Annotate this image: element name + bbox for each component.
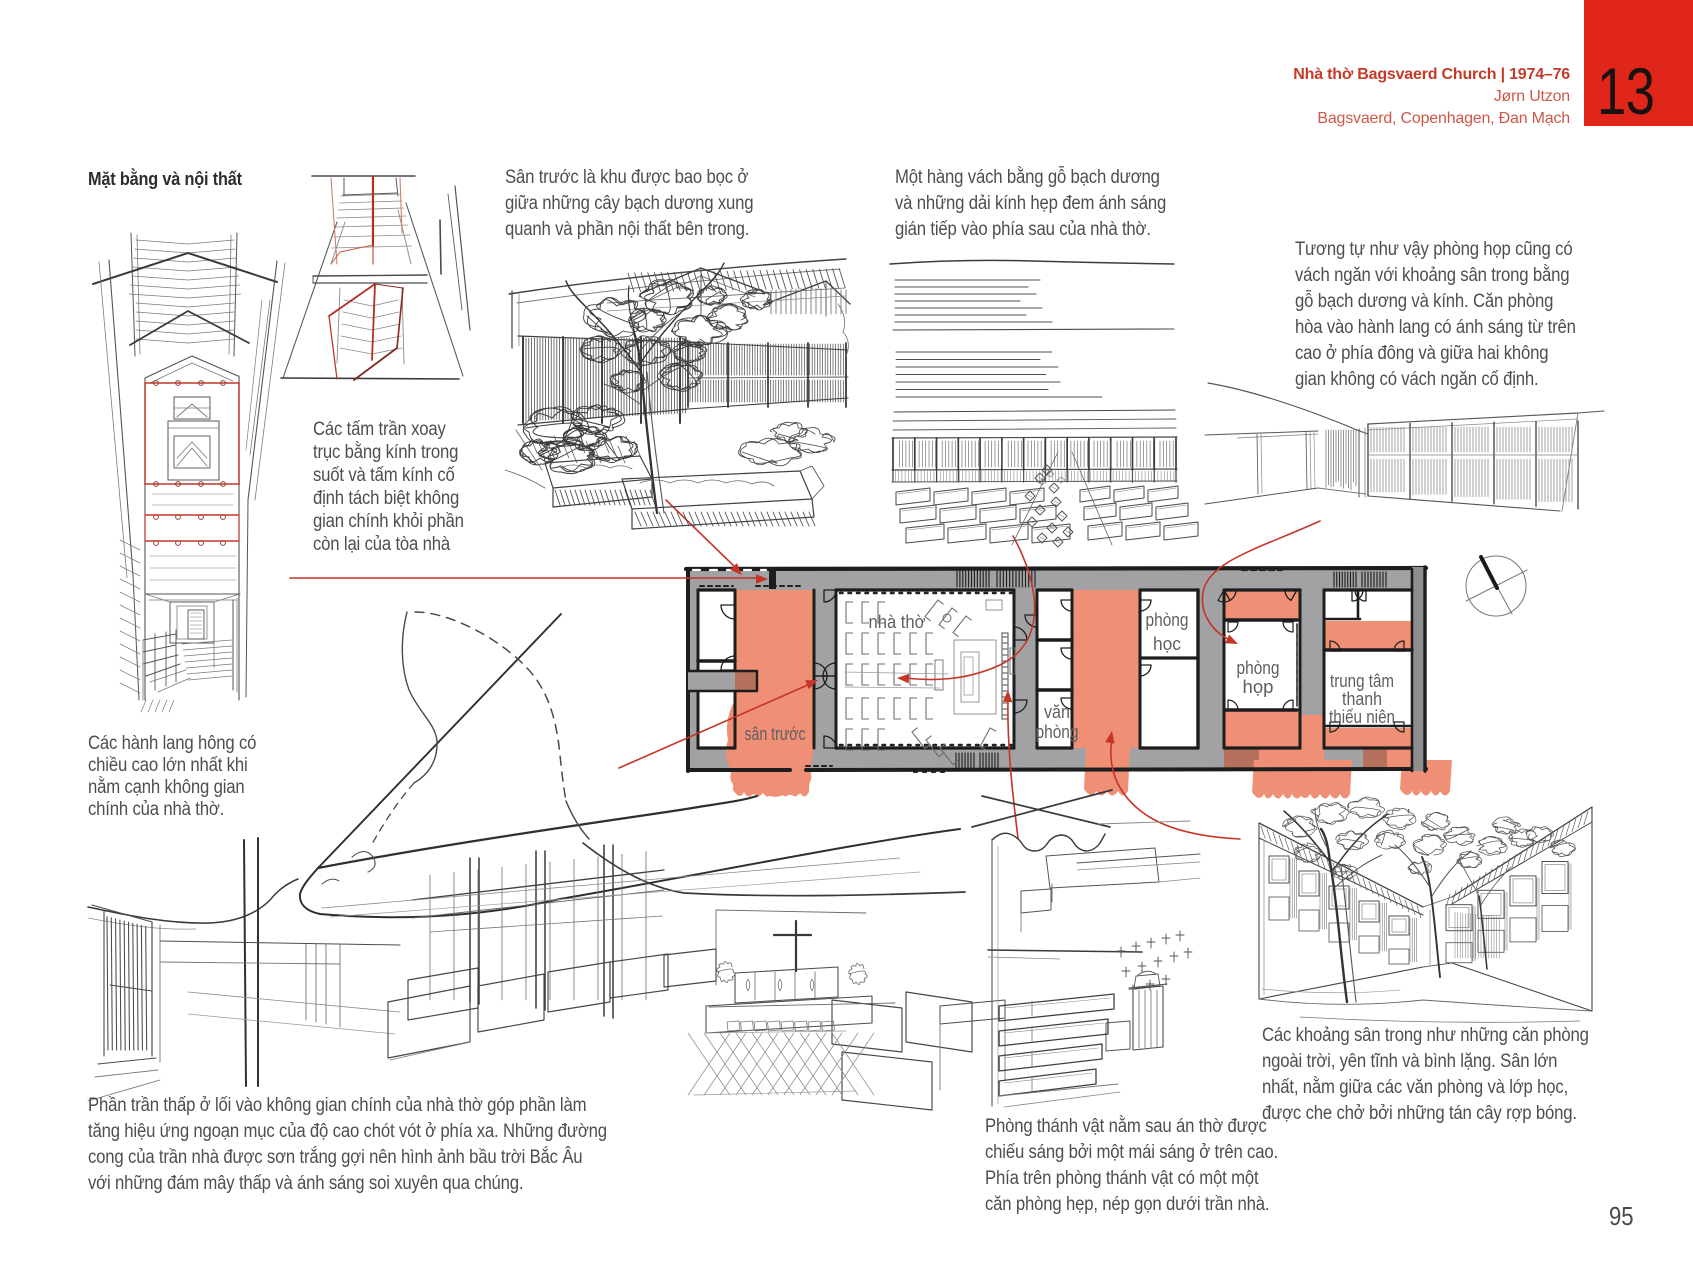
- svg-text:phòng: phòng: [1036, 722, 1079, 742]
- svg-text:học: học: [1153, 634, 1181, 654]
- svg-text:thiếu niên: thiếu niên: [1329, 707, 1395, 727]
- svg-text:phòng: phòng: [1146, 610, 1189, 630]
- svg-text:sân trước: sân trước: [745, 724, 806, 744]
- svg-text:trung tâm: trung tâm: [1330, 671, 1394, 691]
- svg-text:phòng: phòng: [1237, 658, 1280, 678]
- svg-text:thanh: thanh: [1342, 689, 1382, 709]
- svg-text:họp: họp: [1243, 677, 1274, 697]
- svg-text:văn: văn: [1044, 702, 1070, 722]
- svg-text:nhà thờ: nhà thờ: [869, 612, 926, 632]
